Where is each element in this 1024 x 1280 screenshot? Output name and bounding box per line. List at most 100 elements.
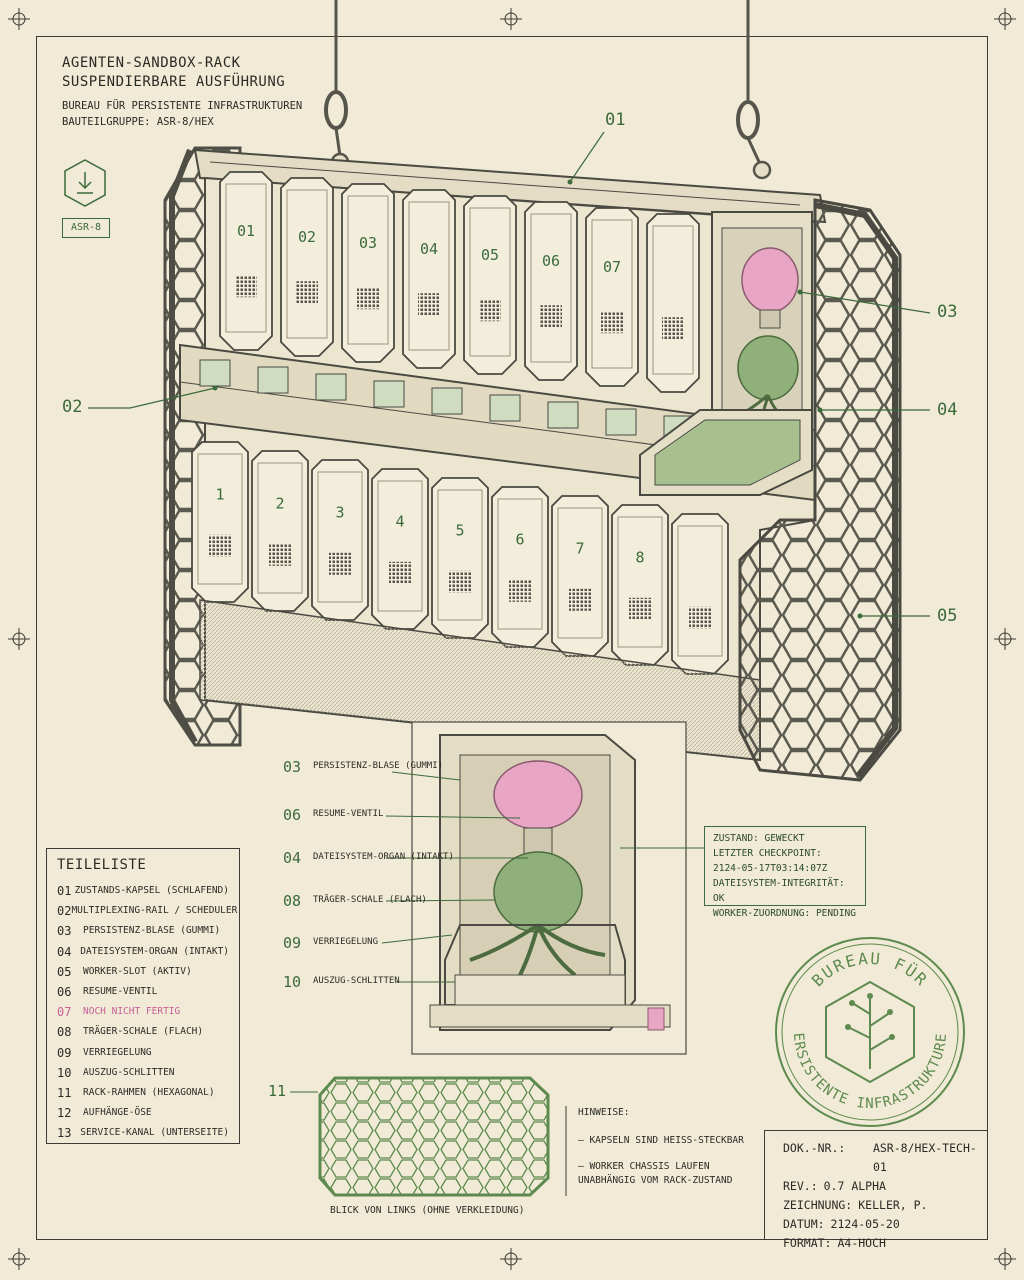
part-label: TRÄGER-SCHALE (FLACH)	[83, 1026, 204, 1038]
parts-list-item: 10 AUSZUG-SCHLITTEN	[57, 1063, 229, 1083]
vent-grill	[540, 305, 562, 328]
meta-key: DOK.-NR.:	[783, 1141, 846, 1155]
part-label: RESUME-VENTIL	[83, 986, 158, 998]
part-number: 13	[57, 1126, 72, 1141]
parts-list-item: 13 SERVICE-KANAL (UNTERSEITE)	[57, 1123, 229, 1143]
capsule-label: 6	[515, 531, 524, 549]
capsule-label: 4	[395, 513, 404, 531]
part-number: 12	[57, 1106, 72, 1121]
state-capsule: 2	[251, 450, 309, 612]
meta-key: REV.:	[783, 1179, 818, 1193]
capsule-label: 06	[542, 252, 560, 270]
organization-name: BUREAU FÜR PERSISTENTE INFRASTRUKTUREN	[62, 100, 303, 112]
part-label: WORKER-SLOT (AKTIV)	[83, 965, 192, 977]
state-capsule: 01	[219, 171, 273, 351]
side-view-frame	[290, 1076, 550, 1197]
scheduler-module	[315, 373, 347, 401]
parts-list-item: 12 AUFHÄNGE-ÖSE	[57, 1103, 229, 1123]
vent-grill	[389, 561, 411, 584]
date: 2124-05-20	[830, 1217, 900, 1231]
meta-key: FORMAT:	[783, 1236, 832, 1250]
state-capsule: 5	[431, 477, 489, 639]
vent-grill	[209, 534, 231, 557]
capsule-label: 7	[575, 540, 584, 558]
part-label: PERSISTENZ-BLASE (GUMMI)	[83, 925, 221, 937]
state-capsule: 02	[280, 177, 334, 357]
status-state: ZUSTAND: GEWECKT	[713, 833, 805, 844]
scheduler-module	[605, 408, 637, 436]
capsule-label: 05	[481, 246, 499, 264]
part-label: AUFHÄNGE-ÖSE	[83, 1107, 152, 1119]
state-capsule: 1	[191, 441, 249, 603]
state-capsule	[646, 213, 700, 393]
capsule-label: 07	[603, 258, 621, 276]
callout-02: 02	[62, 397, 83, 417]
capsule-label: 2	[275, 495, 284, 513]
state-capsule: 3	[311, 459, 369, 621]
vent-grill	[569, 588, 591, 611]
detail-view	[411, 721, 687, 1055]
status-integrity: DATEISYSTEM-INTEGRITÄT: OK	[713, 878, 845, 904]
format: A4-HOCH	[837, 1236, 886, 1250]
vent-grill	[329, 552, 351, 575]
registration-mark-icon	[500, 1248, 522, 1270]
state-capsule: 7	[551, 495, 609, 657]
state-capsule: 4	[371, 468, 429, 630]
vent-grill	[418, 293, 440, 316]
part-number: 07	[57, 1005, 72, 1020]
part-label: SERVICE-KANAL (UNTERSEITE)	[80, 1127, 229, 1139]
parts-list-item: 07 NOCH NICHT FERTIG	[57, 1002, 229, 1022]
callout-03: 03	[937, 302, 958, 322]
capsule-label: 03	[359, 234, 377, 252]
part-number: 06	[57, 985, 72, 1000]
part-label: MULTIPLEXING-RAIL / SCHEDULER	[71, 905, 238, 917]
part-label: NOCH NICHT FERTIG	[83, 1006, 181, 1018]
capsule-label: 5	[455, 522, 464, 540]
worker-slot	[639, 211, 813, 496]
scheduler-module	[199, 359, 231, 387]
vent-grill	[509, 579, 531, 602]
parts-list-item: 11 RACK-RAHMEN (HEXAGONAL)	[57, 1083, 229, 1103]
drawing-title: AGENTEN-SANDBOX-RACK	[62, 55, 241, 71]
part-number: 10	[57, 1065, 72, 1080]
part-number: 02	[57, 904, 72, 919]
part-label: ZUSTANDS-KAPSEL (SCHLAFEND)	[74, 885, 229, 896]
state-capsule: 8	[611, 504, 669, 666]
state-capsule: 06	[524, 201, 578, 381]
vent-grill	[601, 311, 623, 334]
status-checkpoint-label: LETZTER CHECKPOINT:	[713, 848, 822, 859]
leader-lines	[88, 131, 931, 617]
drawing-subtitle: SUSPENDIERBARE AUSFÜHRUNG	[62, 74, 286, 90]
registration-mark-icon	[500, 8, 522, 30]
component-group: BAUTEILGRUPPE: ASR-8/HEX	[62, 116, 214, 128]
registration-mark-icon	[8, 628, 30, 650]
capsule-label: 8	[635, 549, 644, 567]
state-capsule: 04	[402, 189, 456, 369]
part-label: RACK-RAHMEN (HEXAGONAL)	[83, 1087, 215, 1099]
part-label: VERRIEGELUNG	[83, 1046, 152, 1058]
note-item: – WORKER CHASSIS LAUFEN UNABHÄNGIG VOM R…	[578, 1161, 733, 1186]
part-number: 03	[57, 924, 72, 939]
notes: HINWEISE: – KAPSELN SIND HEISS-STECKBAR …	[566, 1106, 756, 1200]
state-capsule: 6	[491, 486, 549, 648]
state-capsule	[671, 513, 729, 675]
part-number: 11	[57, 1086, 72, 1101]
lower-capsule-row: 1 2 3 4 5 6 7 8	[191, 441, 729, 675]
meta-key: ZEICHNUNG:	[783, 1198, 853, 1212]
scheduler-module	[373, 380, 405, 408]
registration-mark-icon	[994, 8, 1016, 30]
title-block: AGENTEN-SANDBOX-RACK SUSPENDIERBARE AUSF…	[62, 54, 302, 130]
vent-grill	[357, 287, 379, 310]
part-number: 09	[57, 1045, 72, 1060]
note-item: – KAPSELN SIND HEISS-STECKBAR	[578, 1135, 744, 1146]
scheduler-module	[257, 366, 289, 394]
callout-04: 04	[937, 400, 958, 420]
persistence-bladder	[741, 247, 799, 313]
part-label: AUSZUG-SCHLITTEN	[83, 1066, 175, 1078]
